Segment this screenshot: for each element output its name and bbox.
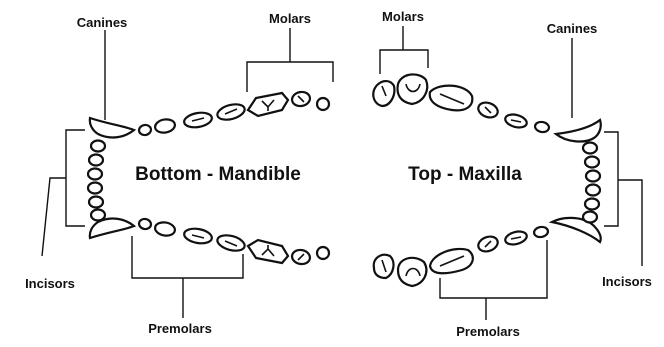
mandible-molars-label: Molars bbox=[269, 11, 311, 26]
maxilla-incisor bbox=[586, 171, 600, 182]
maxilla-jaw: Top - Maxilla Molars Canines Incisors Pr… bbox=[373, 9, 652, 339]
mandible-incisor bbox=[88, 169, 102, 180]
maxilla-incisors-label: Incisors bbox=[602, 274, 652, 289]
maxilla-incisor bbox=[583, 212, 597, 223]
mandible-title: Bottom - Mandible bbox=[135, 164, 301, 185]
maxilla-incisor bbox=[586, 185, 600, 196]
maxilla-title: Top - Maxilla bbox=[408, 164, 522, 185]
mandible-premolars-label: Premolars bbox=[148, 321, 212, 336]
mandible-jaw: Bottom - Mandible Canines Molars Incisor… bbox=[25, 11, 333, 336]
maxilla-incisor bbox=[585, 199, 599, 210]
mandible-molar bbox=[317, 247, 329, 259]
maxilla-molar bbox=[398, 258, 426, 286]
mandible-molar bbox=[248, 240, 288, 263]
molars-bracket bbox=[247, 28, 333, 92]
maxilla-premolar bbox=[533, 226, 549, 238]
mandible-premolar bbox=[138, 218, 152, 230]
mandible-upper-row bbox=[138, 91, 329, 136]
mandible-incisor bbox=[89, 197, 103, 208]
mandible-incisor bbox=[91, 141, 105, 152]
mandible-incisors bbox=[88, 141, 105, 221]
maxilla-upper-row bbox=[373, 74, 549, 133]
mandible-molar bbox=[317, 98, 329, 110]
mandible-upper-canine bbox=[90, 118, 134, 137]
maxilla-molars-label: Molars bbox=[382, 9, 424, 24]
maxilla-incisor bbox=[585, 157, 599, 168]
maxilla-molar bbox=[373, 81, 394, 106]
maxilla-upper-canine bbox=[556, 120, 601, 141]
mandible-incisors-label: Incisors bbox=[25, 276, 75, 291]
maxilla-lower-row bbox=[374, 226, 549, 286]
molars-bracket bbox=[380, 26, 428, 74]
maxilla-premolar bbox=[534, 121, 550, 133]
mandible-premolar bbox=[154, 118, 176, 134]
incisors-bracket bbox=[42, 130, 85, 256]
mandible-incisor bbox=[88, 183, 102, 194]
mandible-premolar bbox=[154, 221, 176, 237]
maxilla-incisor bbox=[583, 143, 597, 154]
mandible-lower-row bbox=[138, 218, 329, 265]
mandible-canines-label: Canines bbox=[77, 15, 128, 30]
maxilla-premolars-label: Premolars bbox=[456, 324, 520, 339]
mandible-molar bbox=[248, 93, 288, 116]
mandible-incisor bbox=[91, 210, 105, 221]
mandible-premolar bbox=[138, 124, 152, 136]
maxilla-molar bbox=[398, 74, 428, 104]
maxilla-canines-label: Canines bbox=[547, 21, 598, 36]
maxilla-incisors bbox=[583, 143, 600, 223]
incisors-bracket bbox=[604, 132, 642, 266]
mandible-incisor bbox=[89, 155, 103, 166]
